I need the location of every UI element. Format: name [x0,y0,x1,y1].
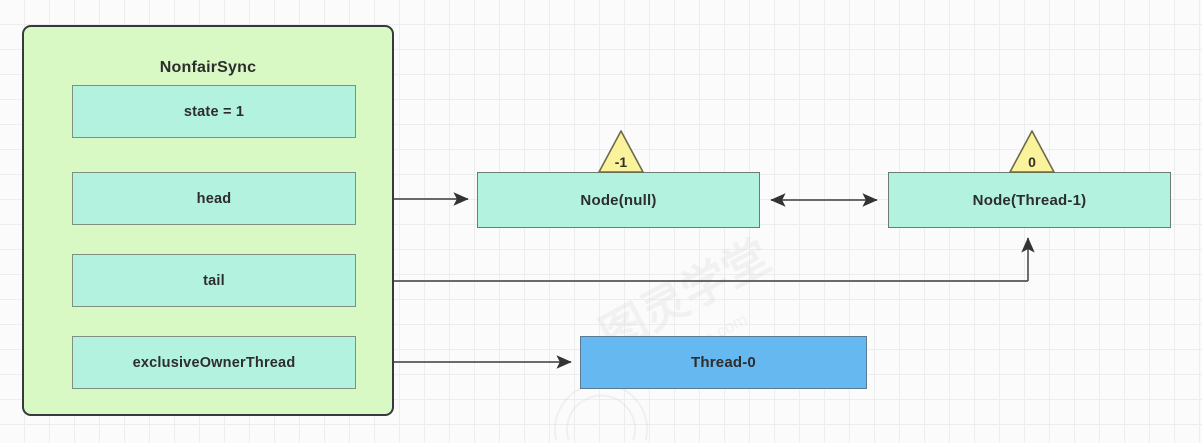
triangle-icon [598,130,644,173]
waitstatus-value: 0 [1028,154,1036,170]
node-thread-1: Node(Thread-1) [888,172,1171,228]
nonfairsync-title: NonfairSync [159,59,257,76]
field-tail: tail [72,254,356,307]
waitstatus-badge-node-null: -1 [597,129,645,173]
thread-0-box: Thread-0 [580,336,867,389]
node-null: Node(null) [477,172,760,228]
field-exclusive-owner-thread: exclusiveOwnerThread [72,336,356,389]
waitstatus-badge-node-thread-1: 0 [1008,129,1056,173]
triangle-icon [1009,130,1055,173]
field-head: head [72,172,356,225]
field-state: state = 1 [72,85,356,138]
waitstatus-value: -1 [614,154,628,170]
watermark: 图灵学堂 www.itheima.com [554,229,778,440]
